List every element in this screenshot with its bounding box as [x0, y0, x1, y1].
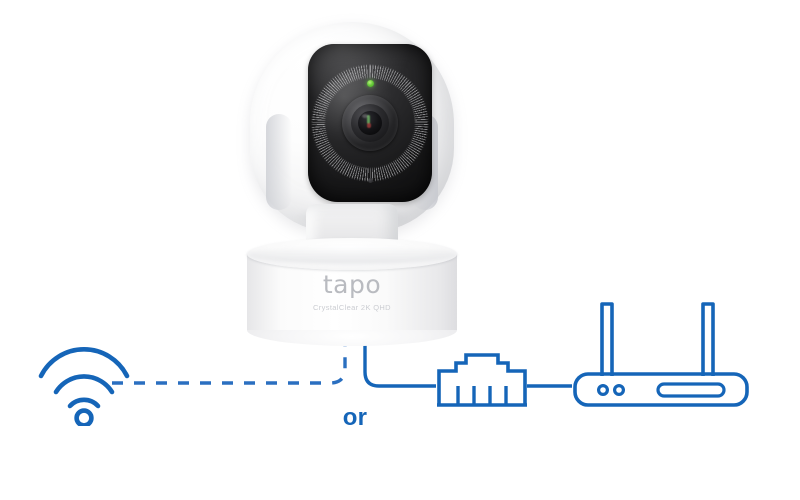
- router-antenna-left: [600, 302, 614, 376]
- wifi-center-dot: [74, 408, 94, 426]
- lens-highlight: [362, 114, 368, 118]
- wifi-icon: [38, 347, 130, 426]
- router-body: [573, 372, 749, 407]
- camera-base-rim: [247, 246, 457, 264]
- wireless-dashed-path: [112, 322, 347, 385]
- router-led-1: [597, 383, 610, 396]
- or-label: or: [342, 404, 368, 431]
- status-led-indicator: [366, 80, 374, 87]
- dome-hinge-left: [266, 114, 292, 210]
- rj45-pins: [456, 386, 508, 405]
- wifi-arc-outer: [38, 347, 130, 379]
- camera-lens-mid-ring: [351, 104, 389, 142]
- ir-sensor-dot: [367, 178, 373, 183]
- wifi-arc-inner: [67, 397, 101, 409]
- wired-solid-path: [363, 322, 436, 388]
- router-antennas: [600, 302, 715, 376]
- router-led-2: [612, 383, 625, 396]
- camera-lens-glass: [358, 111, 382, 135]
- router-port-slot: [656, 382, 726, 398]
- router-antenna-right: [701, 302, 715, 376]
- ethernet-rj45-icon: [437, 353, 527, 407]
- router-status-leds: [597, 383, 625, 396]
- camera-base-top: [247, 238, 457, 270]
- wireless-router-icon: [573, 302, 749, 407]
- camera-lens: [342, 95, 398, 151]
- wifi-arc-middle: [53, 374, 115, 395]
- camera-dome-head: [250, 22, 454, 232]
- tapo-camera-device: tapo CrystalClear 2K QHD: [232, 22, 472, 346]
- lens-flare-red: [367, 123, 371, 128]
- camera-faceplate: [308, 44, 432, 202]
- rj45-body-outline: [437, 353, 527, 405]
- lens-flare-green: [367, 115, 370, 124]
